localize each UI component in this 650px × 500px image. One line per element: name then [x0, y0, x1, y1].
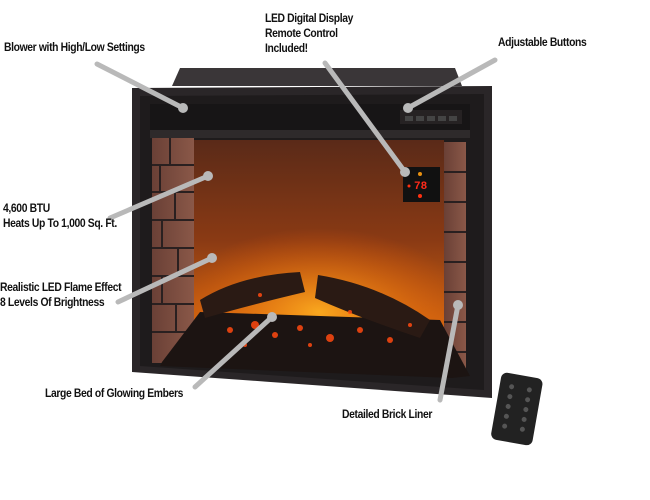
callout-brick-liner: Detailed Brick Liner [342, 409, 433, 421]
top-housing [172, 68, 462, 86]
callout-embers: Large Bed of Glowing Embers [45, 388, 184, 400]
display-temperature: 78 [414, 181, 428, 193]
callout-flame-effect: Realistic LED Flame Effect 8 Levels Of B… [0, 282, 122, 309]
callout-blower: Blower with High/Low Settings [4, 42, 145, 54]
callout-lines [94, 57, 498, 403]
callout-adjustable-buttons: Adjustable Buttons [498, 37, 587, 49]
remote-control [491, 372, 543, 446]
callout-led-display: LED Digital Display Remote Control Inclu… [265, 13, 354, 55]
callout-btu: 4,600 BTU Heats Up To 1,000 Sq. Ft. [3, 203, 117, 230]
brick-liner-right [444, 142, 466, 372]
